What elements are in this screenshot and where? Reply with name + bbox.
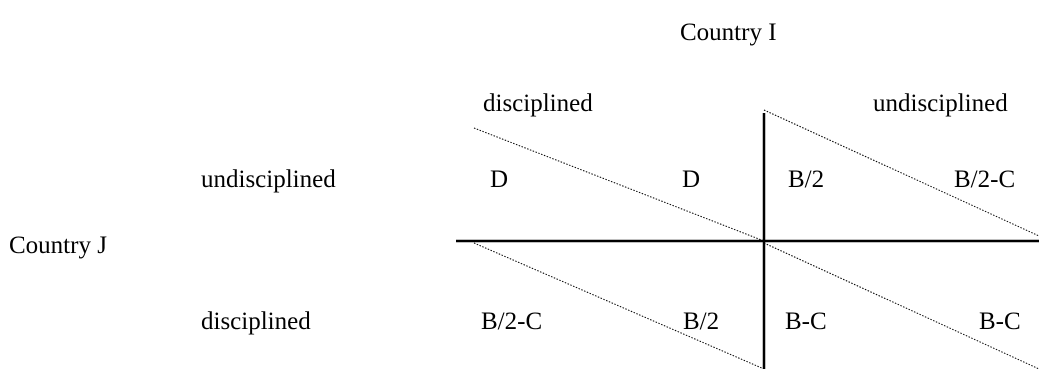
payoff-undisc-undisc-left: B/2 (788, 166, 825, 193)
payoff-undisc-disc-left: D (490, 166, 509, 193)
payoff-disc-undisc-right: B-C (979, 308, 1021, 335)
payoff-disc-disc-right: B/2 (683, 308, 720, 335)
payoff-undisc-disc-right: D (682, 166, 701, 193)
cell-diagonal-bottom-right (763, 242, 1039, 369)
column-strategy-undisciplined: undisciplined (873, 90, 1008, 117)
column-player-label: Country I (680, 19, 777, 46)
row-strategy-undisciplined: undisciplined (201, 166, 336, 193)
payoff-disc-undisc-left: B-C (785, 308, 827, 335)
cell-diagonal-top-right (763, 109, 1039, 237)
payoff-disc-disc-left: B/2-C (481, 308, 543, 335)
cell-diagonal-top-left (473, 127, 765, 242)
cell-diagonal-bottom-left (473, 242, 765, 369)
row-strategy-disciplined: disciplined (201, 308, 311, 335)
payoff-undisc-undisc-right: B/2-C (954, 166, 1016, 193)
column-strategy-disciplined: disciplined (483, 90, 593, 117)
row-player-label: Country J (9, 232, 107, 259)
